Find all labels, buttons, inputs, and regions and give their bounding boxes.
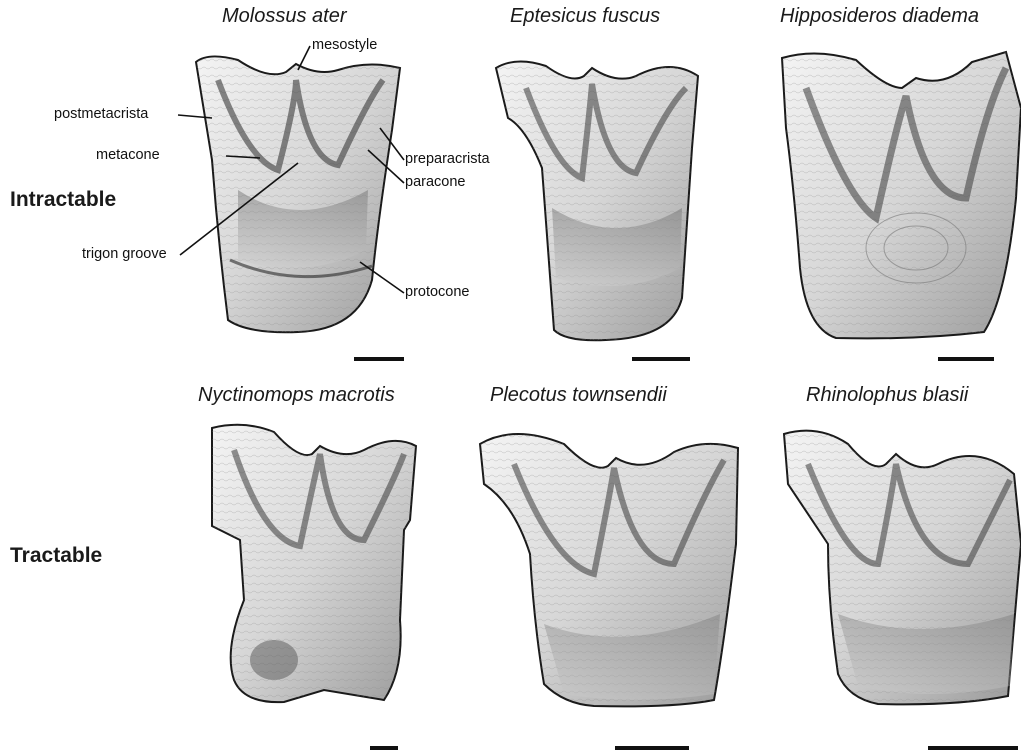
tooth-image-plecotus-townsendii — [474, 424, 744, 710]
label-protocone: protocone — [405, 284, 470, 300]
label-trigon-groove: trigon groove — [82, 246, 167, 262]
species-title-hipposideros-diadema: Hipposideros diadema — [780, 5, 979, 28]
scale-bar-rhinolophus-blasii — [928, 746, 1018, 750]
scale-bar-molossus-ater — [354, 357, 404, 361]
row-label-intractable: Intractable — [10, 188, 116, 212]
species-title-nyctinomops-macrotis: Nyctinomops macrotis — [198, 384, 395, 407]
tooth-image-hipposideros-diadema — [776, 48, 1021, 340]
species-title-eptesicus-fuscus: Eptesicus fuscus — [510, 5, 660, 28]
tooth-image-rhinolophus-blasii — [778, 424, 1021, 710]
label-mesostyle: mesostyle — [312, 37, 377, 53]
tooth-image-nyctinomops-macrotis — [204, 420, 426, 710]
tooth-image-molossus-ater — [178, 40, 418, 340]
species-title-rhinolophus-blasii: Rhinolophus blasii — [806, 384, 968, 407]
scale-bar-plecotus-townsendii — [615, 746, 689, 750]
scale-bar-hipposideros-diadema — [938, 357, 994, 361]
label-preparacrista: preparacrista — [405, 151, 490, 167]
label-metacone: metacone — [96, 147, 160, 163]
label-paracone: paracone — [405, 174, 465, 190]
row-label-tractable: Tractable — [10, 544, 102, 568]
label-postmetacrista: postmetacrista — [54, 106, 148, 122]
tooth-image-eptesicus-fuscus — [486, 48, 706, 344]
scale-bar-nyctinomops-macrotis — [370, 746, 398, 750]
scale-bar-eptesicus-fuscus — [632, 357, 690, 361]
species-title-plecotus-townsendii: Plecotus townsendii — [490, 384, 667, 407]
species-title-molossus-ater: Molossus ater — [222, 5, 347, 28]
